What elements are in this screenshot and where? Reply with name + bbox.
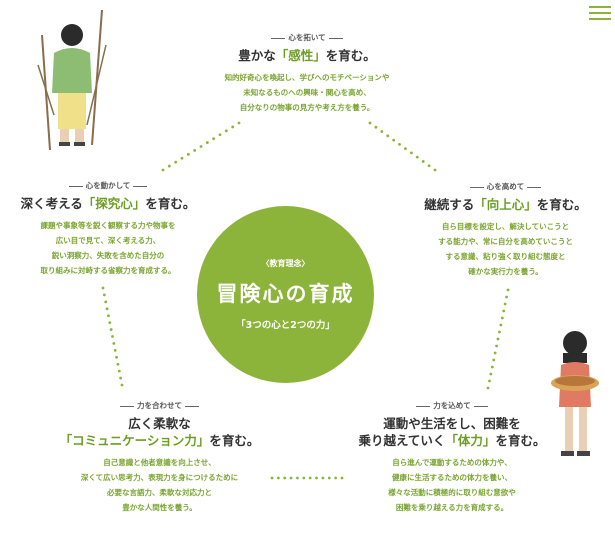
connector-dot (427, 164, 431, 168)
heading: 広く柔軟な「コミュニケーション力」を育む。 (59, 416, 260, 448)
description: 自ら目標を設定し、解決していこうとする能力や、常に自分を高めていこうとする意識、… (438, 222, 573, 276)
connector-dot (492, 358, 496, 362)
eyebrow: 力を合わせて (52, 400, 267, 411)
connector-dot (327, 476, 331, 480)
connector-top-left (161, 121, 241, 172)
description: 知的好奇心を喚起し、学びへのモチベーションや未知なるものへの興味・関心を高め、自… (224, 73, 390, 112)
connector-dot (321, 476, 325, 480)
connector-dot (506, 288, 510, 292)
connector-dot (231, 125, 235, 129)
connector-dot (112, 342, 116, 345)
connector-dot (340, 476, 344, 480)
hamburger-menu-icon[interactable] (589, 6, 611, 22)
connector-dot (308, 476, 312, 480)
connector-dot (237, 121, 241, 125)
connector-bottom (270, 476, 344, 480)
connector-dot (499, 323, 503, 327)
connector-dot (500, 316, 504, 320)
heading: 豊かな「感性」を育む。 (238, 48, 376, 63)
connector-dot (380, 130, 384, 133)
connector-dot (386, 134, 390, 138)
connector-top-right (368, 121, 437, 172)
connector-dot (490, 365, 494, 369)
connector-dot (283, 476, 287, 480)
block-sensitivity: 心を拓いて 豊かな「感性」を育む。 知的好奇心を喚起し、学びへのモチベーションや… (182, 32, 432, 115)
connector-dot (296, 476, 299, 480)
connector-right-down (486, 288, 510, 390)
connector-dot (199, 145, 203, 148)
connector-dot (120, 383, 124, 387)
connector-dot (102, 293, 106, 297)
heading: 継続する「向上心」を育む。 (424, 197, 587, 212)
connector-dot (374, 125, 378, 129)
connector-dot (161, 168, 165, 172)
description: 自ら進んで運動するための体力や、健康に生活するための体力を養い、様々な活動に積極… (388, 458, 516, 512)
connector-dot (104, 300, 108, 304)
connector-dot (334, 476, 338, 480)
eyebrow: 力を込めて (352, 400, 552, 411)
connector-dot (502, 309, 506, 313)
connector-dot (415, 155, 419, 159)
description: 自己意識と他者意識を向上させ、深くて広い思考力、表現力を身につけるために必要な言… (80, 458, 239, 512)
connector-dot (108, 321, 112, 325)
connector-dot (433, 168, 437, 172)
connector-dot (505, 295, 508, 299)
connector-dot (193, 149, 197, 152)
heading: 深く考える「探究心」を育む。 (20, 196, 196, 211)
connector-dot (270, 476, 274, 480)
connector-dot (224, 129, 228, 133)
connector-dot (113, 348, 117, 352)
connector-dot (101, 286, 105, 290)
connector-dot (368, 121, 372, 125)
heading: 運動や生活をし、困難を乗り越えていく「体力」を育む。 (358, 416, 546, 448)
connector-dot (409, 151, 413, 155)
connector-left-down (101, 286, 124, 387)
connector-dot (212, 137, 216, 141)
connector-dot (489, 372, 493, 376)
connector-dot (496, 337, 500, 341)
connector-dot (116, 362, 120, 366)
connector-dot (315, 476, 318, 480)
eyebrow: 心を拓いて (182, 32, 432, 43)
connector-dot (493, 351, 497, 355)
connector-dot (392, 138, 396, 142)
connector-dot (302, 476, 306, 480)
connector-dot (107, 314, 110, 318)
connector-dot (398, 142, 401, 146)
philosophy-circle: 〈教育理念〉 冒険心の育成 「3つの心と2つの力」 (197, 206, 374, 383)
connector-dot (218, 133, 222, 137)
connector-dot (404, 147, 407, 151)
block-improvement: 心を高めて 継続する「向上心」を育む。 自ら目標を設定し、解決していこうとする能… (408, 181, 603, 279)
description: 課題や事象等を鋭く観察する力や物事を広い目で見て、深く考える力、鋭い洞察力、失敗… (40, 221, 176, 275)
connector-dot (111, 335, 114, 338)
connector-dot (105, 307, 109, 311)
connector-dot (117, 369, 121, 373)
philosophy-subtitle: 「3つの心と2つの力」 (236, 320, 335, 331)
connector-dot (119, 376, 123, 380)
eyebrow: 心を動かして (8, 180, 208, 191)
connector-dot (503, 302, 507, 306)
connector-dot (421, 160, 425, 163)
connector-dot (289, 476, 293, 480)
connector-dot (488, 379, 491, 383)
connector-dot (174, 160, 178, 164)
boy-with-sticks-illustration (37, 9, 107, 151)
block-communication: 力を合わせて 広く柔軟な「コミュニケーション力」を育む。 自己意識と他者意識を向… (52, 400, 267, 515)
connector-dot (186, 152, 190, 156)
block-physical-strength: 力を込めて 運動や生活をし、困難を乗り越えていく「体力」を育む。 自ら進んで運動… (352, 400, 552, 515)
block-inquiry: 心を動かして 深く考える「探究心」を育む。 課題や事象等を鋭く観察する力や物事を… (8, 180, 208, 278)
connector-dot (498, 330, 501, 334)
eyebrow: 心を高めて (408, 181, 603, 192)
connector-dot (167, 164, 171, 168)
girl-with-basket-illustration (551, 331, 599, 456)
connector-dot (495, 344, 498, 348)
connector-dot (205, 141, 209, 144)
connector-dot (486, 386, 490, 390)
connector-dot (109, 328, 113, 331)
philosophy-label: 〈教育理念〉 (261, 259, 310, 268)
connector-dot (276, 476, 280, 480)
philosophy-title: 冒険心の育成 (216, 282, 355, 306)
connector-dot (115, 355, 118, 359)
connector-dot (180, 156, 184, 160)
